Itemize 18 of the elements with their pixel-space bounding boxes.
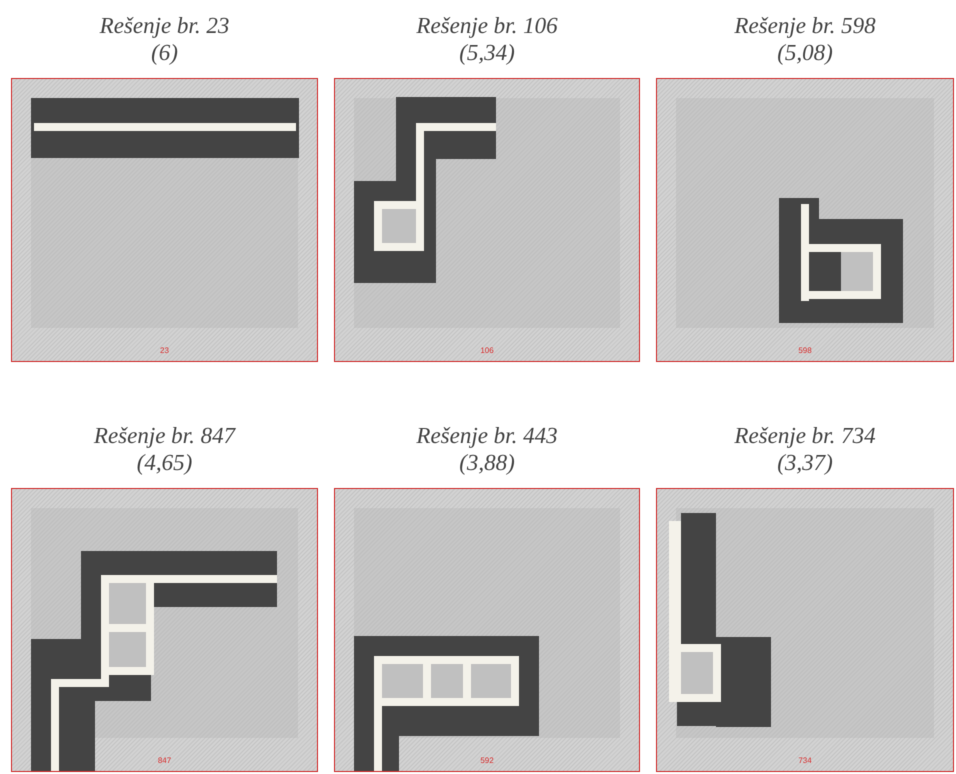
panel-title: Rešenje br. 23 [100,13,230,38]
panel-number: 23 [160,346,169,355]
panel-title: Rešenje br. 734 [734,423,876,448]
panel-title: Rešenje br. 847 [94,423,236,448]
score-text: (5,08) [777,40,833,65]
score-text: (4,65) [136,450,192,475]
panel-title: Rešenje br. 106 [416,13,558,38]
score-text: (3,37) [777,450,833,475]
score-text: (3,88) [459,450,515,475]
score-text: (6) [151,40,178,65]
panel-number: 734 [798,756,812,765]
panel-title: Rešenje br. 443 [416,423,558,448]
score-text: (5,34) [459,40,515,65]
panel-title: Rešenje br. 598 [734,13,876,38]
panel-number: 106 [480,346,494,355]
panel-number: 847 [158,756,172,765]
panel-number: 592 [480,756,494,765]
panel-number: 598 [798,346,812,355]
